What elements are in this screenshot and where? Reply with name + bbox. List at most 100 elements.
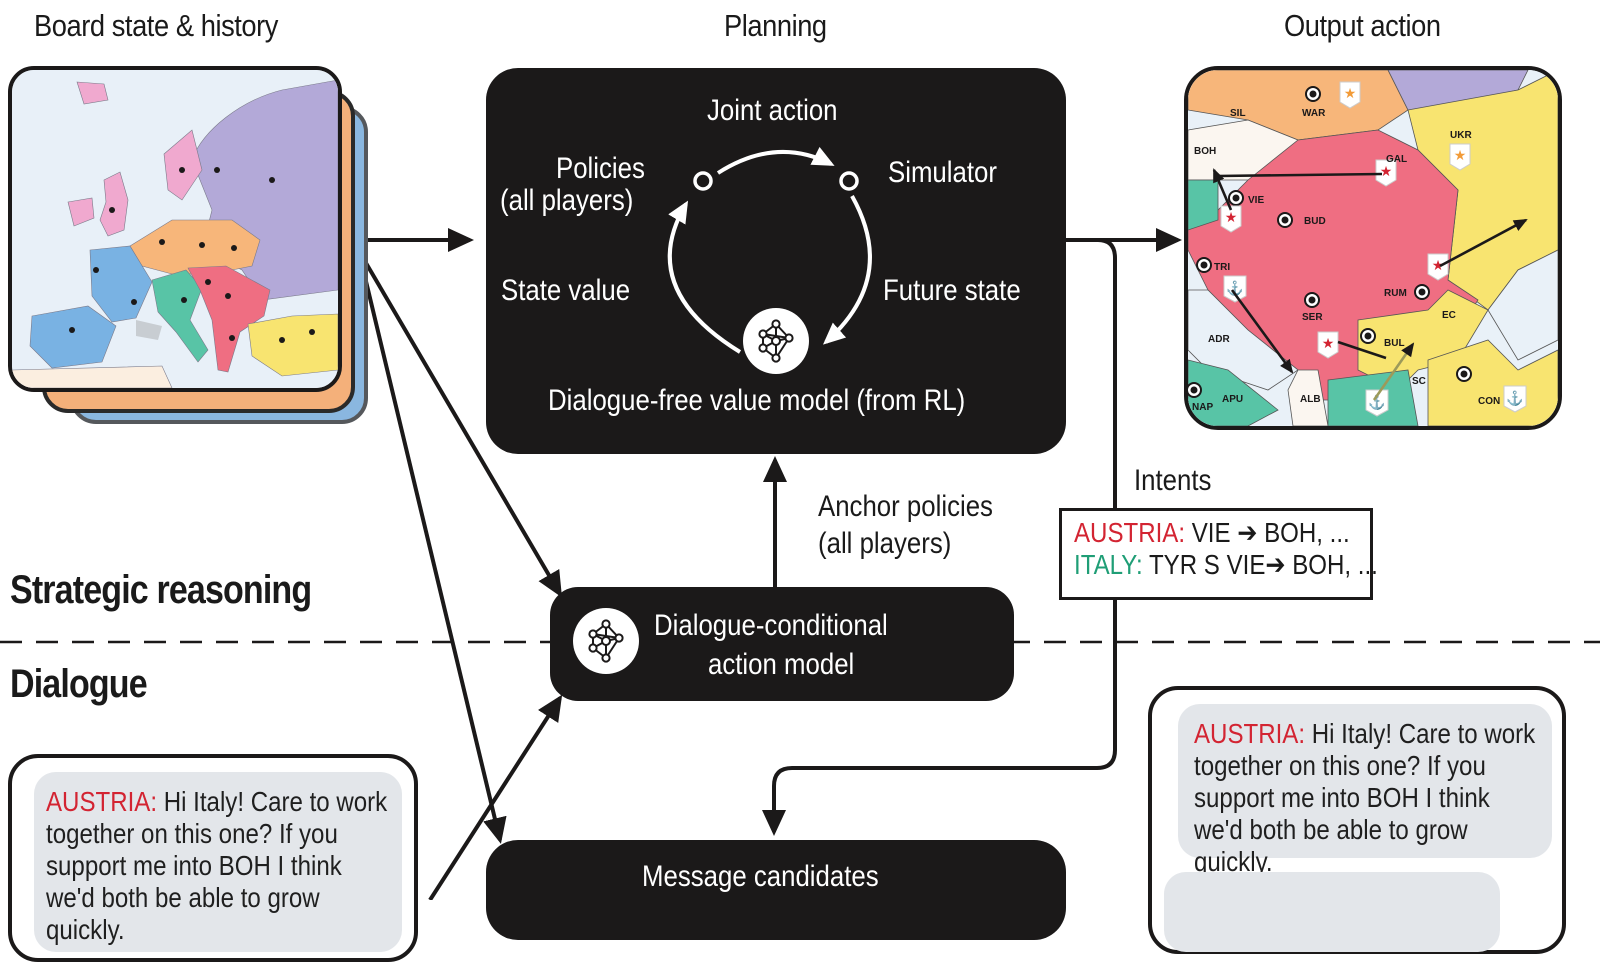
intents-title: Intents [1134,464,1212,497]
message-speaker: AUSTRIA: [46,786,158,817]
message-bubble: AUSTRIA: Hi Italy! Care to work together… [1178,704,1552,877]
svg-text:GAL: GAL [1386,154,1407,165]
neural-network-icon [758,319,794,363]
region-alb [1287,369,1329,426]
svg-text:★: ★ [1225,209,1238,225]
svg-text:APU: APU [1222,394,1243,405]
svg-text:SC: SC [1412,376,1426,387]
region-italy [151,269,209,363]
label-joint-action: Joint action [707,94,838,127]
label-state-value: State value [501,274,631,307]
svg-text:SIL: SIL [1230,108,1246,119]
message-speaker: AUSTRIA: [1194,718,1306,749]
svg-text:ALB: ALB [1300,394,1321,405]
unit-tokens: ★ ★ ★ ★ ★ ★ ⚓ ⚓ ⚓ [1220,81,1527,417]
anchor-line1: Anchor policies [818,490,993,523]
arrow-intents-to-message-candidates [762,238,1117,836]
svg-text:TRI: TRI [1214,262,1230,273]
arrow-state-value [667,200,742,354]
anchor-line2: (all players) [818,527,952,560]
svg-text:⚓: ⚓ [1226,280,1243,297]
header-output-action: Output action [1284,8,1441,43]
board-map-current[interactable] [8,66,342,392]
intent-country: AUSTRIA: [1074,517,1186,548]
label-all-players: (all players) [500,184,634,217]
connector-layer [0,228,1600,900]
arrow-board-to-message-candidates [356,247,507,844]
svg-text:WAR: WAR [1302,108,1326,119]
label-future-state: Future state [883,274,1021,307]
neural-network-icon [588,619,624,663]
region-germany [129,219,261,275]
svg-text:ADR: ADR [1208,334,1230,345]
dialogue-history-panel: AUSTRIA: Hi Italy! Care to work together… [8,754,418,962]
europe-map [12,70,338,388]
svg-text:EC: EC [1442,310,1456,321]
region-iceland [76,81,109,105]
svg-text:⚓: ⚓ [1506,390,1523,407]
simulator-node [839,171,859,191]
svg-text:★: ★ [1344,85,1357,101]
arrow-chat-to-action-model [428,694,563,900]
svg-text:★: ★ [1432,257,1445,273]
message-bubble-next [1164,872,1500,952]
policies-node [693,171,713,191]
section-dialogue: Dialogue [10,662,148,706]
region-ireland [67,197,95,227]
svg-text:⚓: ⚓ [1368,394,1385,411]
svg-text:NAP: NAP [1192,402,1213,413]
intent-order: VIE ➔ BOH, ... [1185,517,1350,548]
supply-centers [1188,86,1472,398]
region-austria [187,265,271,373]
message-candidates-label: Message candidates [642,860,879,893]
arrow-future-state [823,195,872,345]
region-england [99,171,129,237]
region-adr [1188,289,1299,391]
svg-text:SER: SER [1302,312,1323,323]
svg-text:RUM: RUM [1384,288,1407,299]
region-iberia [29,305,117,369]
section-strategic-reasoning: Strategic reasoning [10,568,312,612]
intents-box: AUSTRIA: VIE ➔ BOH, ... ITALY: TYR S VIE… [1059,508,1378,600]
intent-country: ITALY: [1074,549,1143,580]
svg-text:BUD: BUD [1304,216,1326,227]
header-board-state: Board state & history [34,8,278,43]
action-model-line2: action model [708,648,855,681]
svg-text:★: ★ [1322,335,1335,351]
action-model-line1: Dialogue-conditional [654,609,888,642]
region-apu-nap [1188,359,1279,426]
region-africa [12,365,173,388]
message-bubble: AUSTRIA: Hi Italy! Care to work together… [34,772,402,952]
message-text: Hi Italy! Care to work together on this … [1194,718,1536,877]
svg-text:BUL: BUL [1384,338,1405,349]
region-black-sea [1487,249,1558,361]
message-candidates-box: Message candidates [486,840,1066,940]
planning-cycle-diagram [667,146,872,354]
order-arrows [1212,168,1528,374]
output-dialogue-panel: AUSTRIA: Hi Italy! Care to work together… [1148,686,1566,954]
svg-text:BOH: BOH [1194,146,1216,157]
arrow-joint-action [716,146,835,175]
region-switzerland [136,320,162,340]
action-model-box: Dialogue-conditional action model [550,587,1014,701]
svg-text:★: ★ [1454,147,1467,163]
svg-text:★: ★ [1380,163,1393,179]
region-norway [163,129,203,201]
intent-order: TYR S VIE➔ BOH, ... [1142,549,1378,580]
svg-text:CON: CON [1478,396,1500,407]
intent-row-italy: ITALY: TYR S VIE➔ BOH, ... [1074,549,1378,581]
label-policies: Policies [556,152,645,185]
header-planning: Planning [724,8,827,43]
planning-box: Joint action Policies (all players) Simu… [486,68,1066,454]
intent-row-austria: AUSTRIA: VIE ➔ BOH, ... [1074,517,1350,549]
region-tyr [1188,179,1219,231]
arrow-board-to-action-model [354,244,563,598]
svg-text:UKR: UKR [1450,130,1472,141]
label-value-model: Dialogue-free value model (from RL) [548,384,966,417]
value-model-node [743,308,809,374]
action-model-node [573,608,639,674]
support-arrow [1372,342,1415,401]
